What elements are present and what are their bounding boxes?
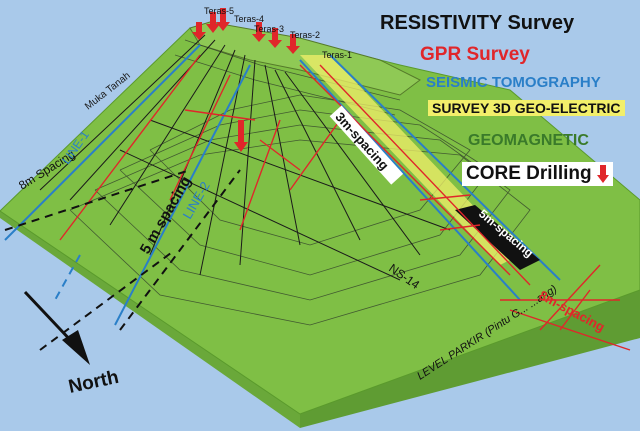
terrace-label-5: Teras-5: [204, 6, 234, 16]
legend-core: CORE Drilling: [462, 162, 613, 186]
core-arrow-icon-7: [234, 120, 248, 152]
core-arrow-icon: [596, 164, 609, 183]
core-arrow-icon-6: [286, 34, 300, 54]
legend-geoelectric-text: SURVEY 3D GEO-ELECTRIC: [432, 100, 621, 116]
terrain-left-face: [0, 211, 300, 428]
legend-gpr: GPR Survey: [420, 44, 530, 65]
terrace-label-2: Teras-2: [290, 30, 320, 40]
terrace-label-3: Teras-3: [254, 24, 284, 34]
spacing-corridor: [455, 205, 540, 270]
core-arrow-icon-1: [192, 22, 206, 40]
legend-seismic: SEISMIC TOMOGRAPHY: [426, 74, 601, 91]
core-arrow-icon-3: [216, 8, 230, 31]
legend-core-text: CORE Drilling: [466, 163, 592, 184]
legend-geomagnetic: GEOMAGNETIC: [468, 132, 589, 149]
core-arrow-icon-4: [252, 22, 266, 42]
label-north: North: [67, 367, 121, 398]
legend-geoelectric: SURVEY 3D GEO-ELECTRIC: [428, 100, 625, 116]
legend-resistivity: RESISTIVITY Survey: [380, 12, 575, 34]
seismic-lines: [4, 44, 561, 326]
terrace-label-4: Teras-4: [234, 14, 264, 24]
terrace-label-1: Teras-1: [322, 50, 352, 60]
gpr-lines: [59, 54, 631, 351]
core-arrow-icon-2: [206, 12, 220, 33]
core-drilling-arrows: [192, 8, 300, 152]
north-arrow-icon: [23, 290, 90, 365]
core-arrow-icon-5: [268, 28, 282, 48]
